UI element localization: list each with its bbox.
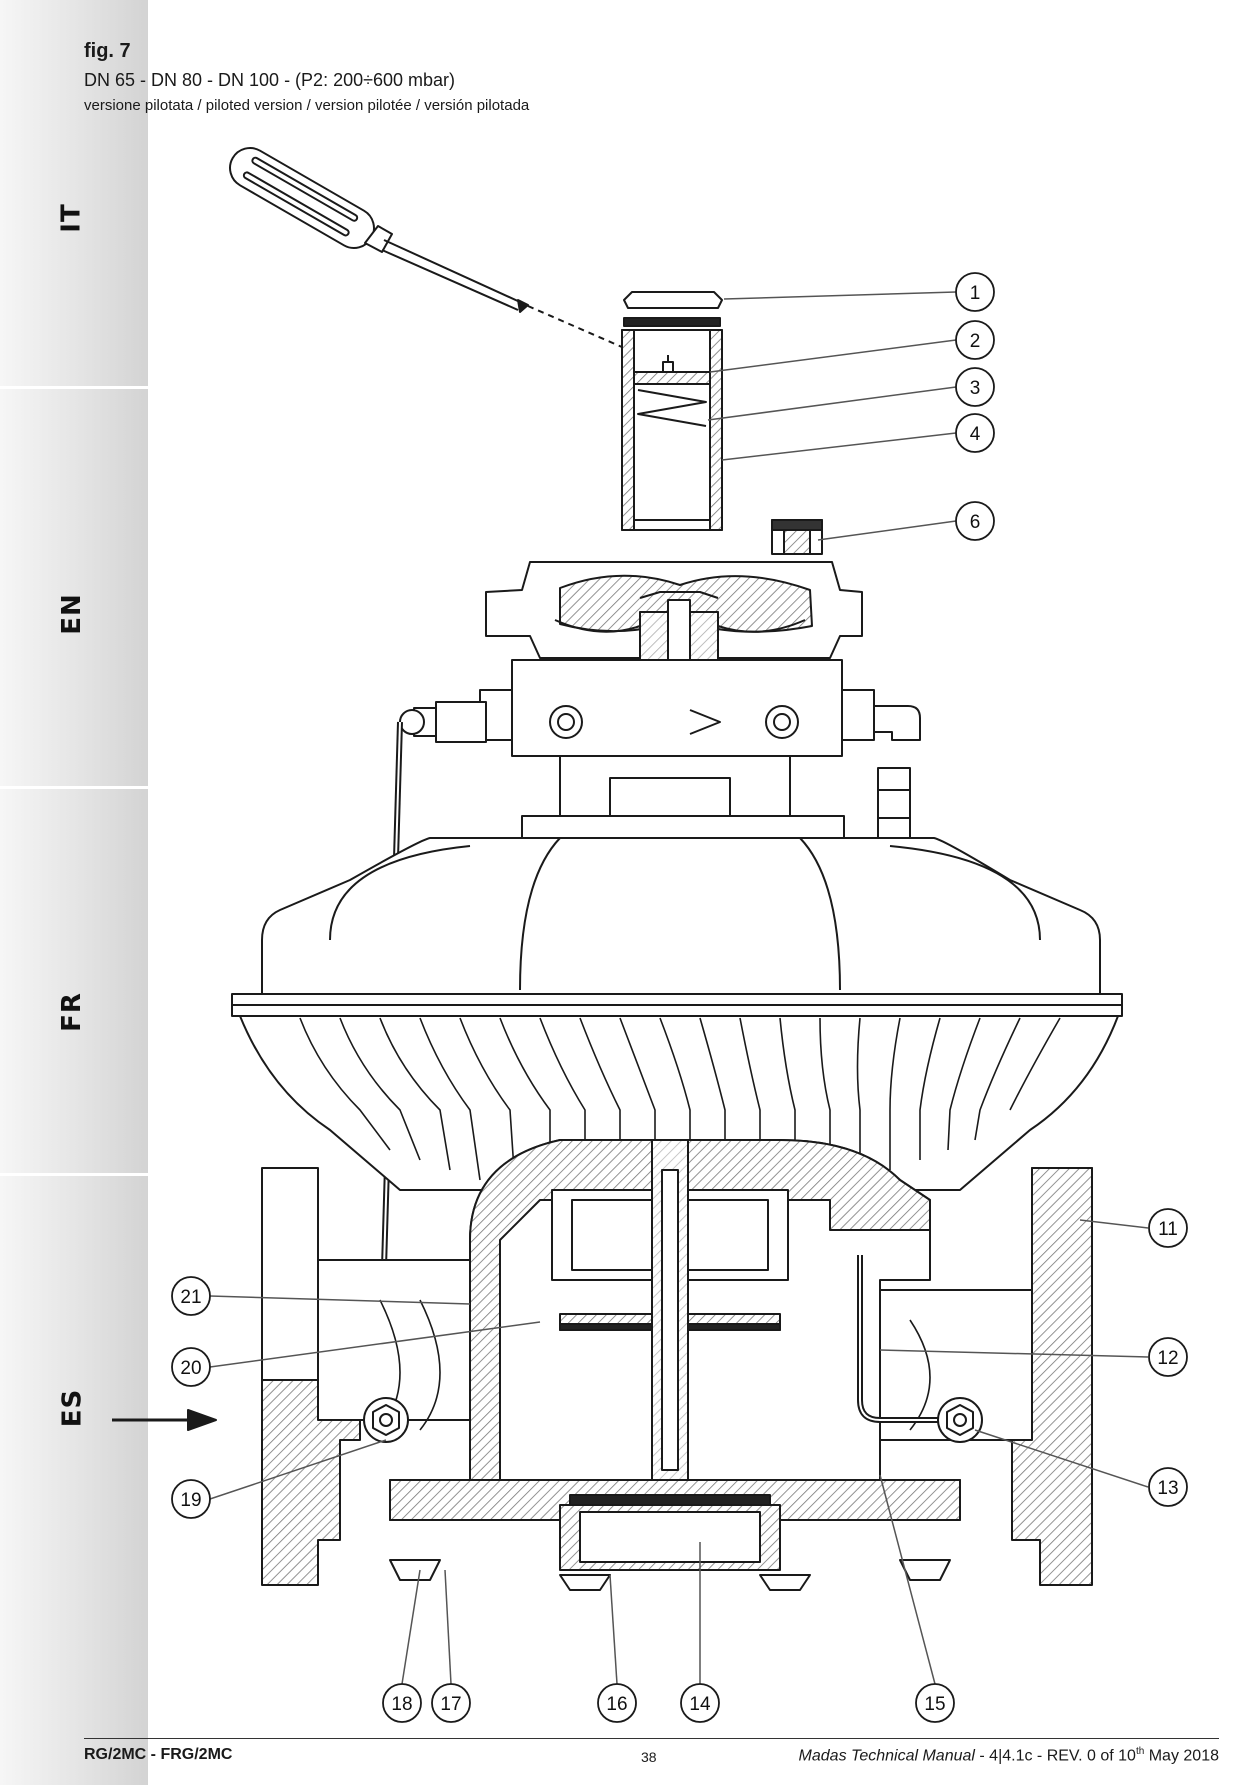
flow-arrow-icon bbox=[112, 1409, 217, 1431]
manual-revision-suffix: th bbox=[1135, 1746, 1145, 1757]
callout-11: 11 bbox=[1158, 1219, 1178, 1240]
callout-4: 4 bbox=[970, 424, 981, 445]
callout-20: 20 bbox=[180, 1358, 201, 1379]
callout-6: 6 bbox=[970, 512, 981, 533]
callout-18: 18 bbox=[391, 1694, 412, 1715]
figure-label: fig. 7 bbox=[84, 40, 131, 62]
footer-rule bbox=[84, 1738, 1219, 1739]
manual-title: Madas Technical Manual bbox=[798, 1747, 975, 1765]
sidebar-divider bbox=[0, 386, 148, 389]
callout-2: 2 bbox=[970, 331, 981, 352]
manual-revision: - 4|4.1c - REV. 0 of 10 bbox=[974, 1747, 1136, 1765]
callout-12: 12 bbox=[1157, 1348, 1178, 1369]
footer-model: RG/2MC - FRG/2MC bbox=[84, 1746, 233, 1763]
callout-17: 17 bbox=[440, 1694, 461, 1715]
screwdriver-icon bbox=[229, 147, 529, 313]
callout-14: 14 bbox=[689, 1694, 711, 1715]
sidebar-divider bbox=[0, 786, 148, 789]
callout-13: 13 bbox=[1157, 1478, 1178, 1499]
language-sidebar: IT EN FR ES bbox=[0, 0, 148, 1785]
figure-caption: versione pilotata / piloted version / ve… bbox=[84, 97, 530, 114]
callout-19: 19 bbox=[180, 1490, 201, 1511]
callout-1: 1 bbox=[970, 283, 981, 304]
figure-subtitle: DN 65 - DN 80 - DN 100 - (P2: 200÷600 mb… bbox=[84, 70, 456, 90]
callout-16: 16 bbox=[606, 1694, 627, 1715]
callout-21: 21 bbox=[180, 1287, 201, 1308]
footer-manual: Madas Technical Manual - 4|4.1c - REV. 0… bbox=[799, 1746, 1219, 1765]
callout-3: 3 bbox=[970, 378, 981, 399]
page-number: 38 bbox=[641, 1749, 657, 1765]
sidebar-divider bbox=[0, 1173, 148, 1176]
callout-15: 15 bbox=[924, 1694, 945, 1715]
manual-revision-date: May 2018 bbox=[1144, 1747, 1219, 1765]
